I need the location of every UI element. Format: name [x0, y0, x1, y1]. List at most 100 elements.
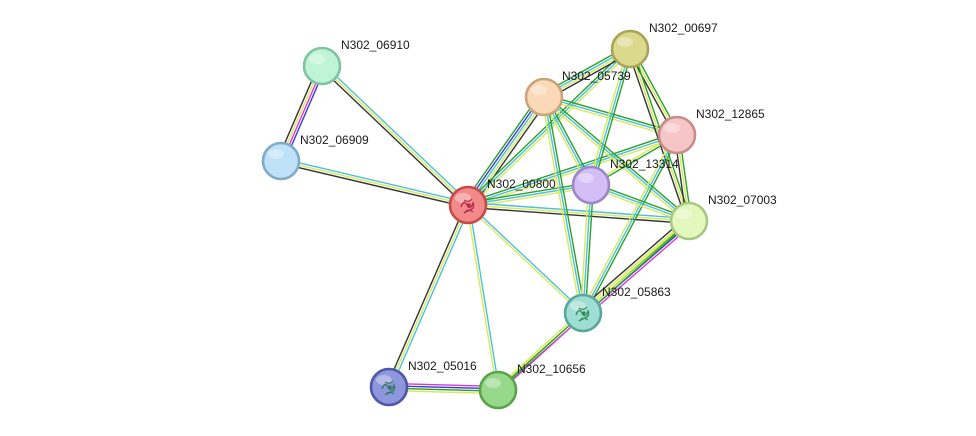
edge-N302_00800-N302_07003 [467, 201, 690, 225]
nodes-layer [261, 29, 709, 410]
node-circle [657, 115, 697, 155]
edge-strand [467, 134, 678, 206]
edge-strand [544, 94, 692, 220]
edge-strand [467, 204, 690, 222]
edge-strand [386, 203, 467, 387]
node-label: N302_12865 [696, 107, 765, 121]
edge-strand [582, 134, 678, 314]
protein-structure-icon [575, 306, 590, 322]
edge-strand [466, 205, 583, 315]
protein-structure-icon [381, 380, 396, 396]
edge-strand [321, 65, 469, 206]
edge-strand [592, 48, 634, 187]
node-circle [261, 141, 301, 181]
node-highlight [617, 37, 633, 47]
edge-N302_06909-N302_00800 [279, 157, 470, 209]
edge-strand [465, 94, 543, 205]
edge-strand [468, 203, 585, 313]
edge-N302_06910-N302_00800 [319, 63, 471, 208]
edge-strand [541, 98, 689, 224]
node-highlight [376, 375, 392, 385]
edge-strand [543, 96, 690, 222]
edge-strand [388, 204, 469, 388]
node-label: N302_00697 [649, 21, 718, 35]
edge-strand [466, 204, 498, 391]
edge-strand [467, 184, 592, 206]
node-circle [669, 201, 709, 241]
node-label: N302_07003 [708, 193, 777, 207]
node-label: N302_06910 [341, 38, 410, 52]
node-label: N302_00800 [487, 177, 556, 191]
protein-structure-icon [460, 198, 475, 214]
edge-strand [319, 67, 468, 208]
edge-N302_00800-N302_05016 [386, 203, 471, 389]
node-highlight [455, 193, 471, 203]
node-N302_06909[interactable] [261, 141, 301, 181]
node-highlight [676, 209, 692, 219]
node-N302_00697[interactable] [610, 29, 650, 69]
edge-strand [467, 201, 690, 220]
edge-N302_12865-N302_05863 [580, 133, 680, 315]
edge-strand [322, 63, 471, 204]
labels-layer: N302_00800N302_06910N302_06909N302_05739… [300, 21, 777, 376]
edge-strand [467, 206, 690, 225]
edge-strand [579, 216, 687, 311]
edge-strand [468, 50, 633, 208]
node-N302_12865[interactable] [657, 115, 697, 155]
node-highlight [268, 149, 284, 159]
edge-strand [627, 49, 688, 223]
node-N302_06910[interactable] [302, 46, 342, 86]
edge-strand [545, 95, 587, 314]
edge-N302_05739-N302_05863 [540, 95, 587, 315]
edges-layer [276, 45, 693, 395]
node-N302_07003[interactable] [669, 201, 709, 241]
node-highlight [664, 123, 680, 133]
edge-N302_00800-N302_05863 [466, 203, 585, 315]
edge-strand [463, 93, 541, 203]
node-highlight [578, 173, 594, 183]
edge-strand [584, 135, 680, 315]
edge-strand [467, 96, 545, 206]
node-label: N302_10656 [517, 362, 586, 376]
edge-strand [390, 205, 471, 389]
edge-strand [584, 184, 595, 314]
node-N302_05863[interactable] [563, 293, 603, 333]
node-circle [478, 370, 518, 410]
node-highlight [485, 378, 501, 388]
node-circle [571, 165, 611, 205]
edge-strand [580, 218, 689, 312]
edge-N302_00800-N302_10656 [466, 204, 500, 391]
node-N302_10656[interactable] [478, 370, 518, 410]
edge-strand [279, 162, 469, 209]
edge-strand [579, 184, 590, 314]
edge-N302_05739-N302_07003 [541, 94, 692, 224]
node-label: N302_05016 [408, 359, 477, 373]
edge-strand [468, 136, 679, 208]
node-circle [302, 46, 342, 86]
edge-N302_00697-N302_13314 [587, 47, 634, 187]
edge-strand [582, 184, 592, 314]
node-highlight [570, 301, 586, 311]
node-label: N302_05739 [562, 69, 631, 83]
node-N302_13314[interactable] [571, 165, 611, 205]
node-N302_05739[interactable] [524, 77, 564, 117]
edge-strand [587, 47, 629, 186]
node-highlight [309, 54, 325, 64]
edge-strand [543, 96, 584, 314]
node-highlight [531, 85, 547, 95]
node-label: N302_05863 [602, 285, 671, 299]
node-label: N302_13314 [610, 157, 679, 171]
edge-strand [590, 48, 631, 186]
edge-strand [280, 160, 469, 206]
edge-strand [585, 223, 693, 318]
node-N302_05016[interactable] [369, 367, 409, 407]
edge-strand [280, 157, 470, 204]
edge-strand [580, 133, 676, 313]
edge-strand [540, 96, 582, 315]
node-N302_00800[interactable] [448, 185, 488, 225]
edge-strand [466, 132, 677, 204]
edge-N302_13314-N302_05863 [579, 184, 595, 314]
edge-strand [466, 181, 592, 204]
